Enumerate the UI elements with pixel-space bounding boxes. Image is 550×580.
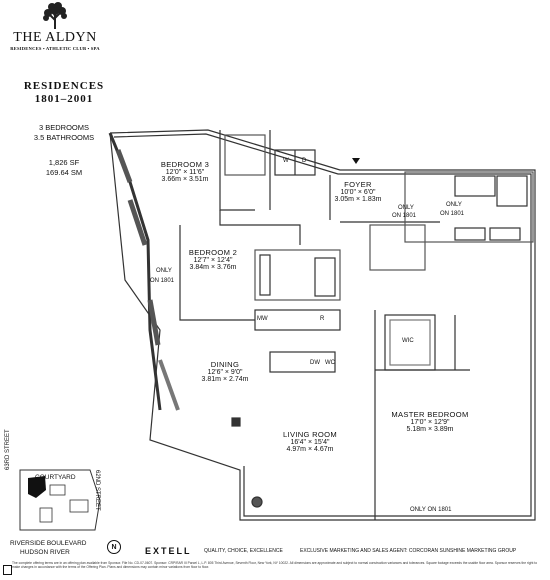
note-only: ONLY [156, 268, 172, 274]
room-bedroom3-metric: 3.66m × 3.51m [161, 176, 209, 183]
room-living: LIVING ROOM 16'4" × 15'4" 4.97m × 4.67m [265, 430, 355, 453]
note-only-on-1801: ONLY ON 1801 [410, 507, 452, 513]
room-master-name: MASTER BEDROOM [391, 410, 469, 419]
area-sm: 169.64 SM [45, 168, 83, 177]
room-bedroom2-metric: 3.84m × 3.76m [189, 264, 237, 271]
label-wc: WC [325, 360, 335, 366]
extell-slogan: QUALITY, CHOICE, EXCELLENCE [204, 548, 283, 554]
room-bedroom3-imperial: 12'0" × 11'6" [165, 169, 205, 176]
room-foyer-metric: 3.05m × 1.83m [334, 196, 382, 203]
keyplan-63rd-street: 63RD STREET [5, 429, 11, 470]
area-sf: 1,826 SF [48, 158, 80, 167]
room-dining-metric: 3.81m × 2.74m [201, 376, 249, 383]
fine-print: The complete offering terms are in an of… [12, 561, 538, 569]
room-dining-name: DINING [210, 360, 240, 369]
residence-title: RESIDENCES [23, 80, 105, 92]
room-bedroom3: BEDROOM 3 12'0" × 11'6" 3.66m × 3.51m [140, 160, 230, 183]
room-bedroom2-name: BEDROOM 2 [188, 248, 238, 257]
extell-logo: EXTELL [145, 546, 192, 556]
keyplan-62nd-street: 62ND STREET [94, 470, 100, 511]
label-mw: MW [257, 316, 268, 322]
brand-tagline: RESIDENCES • ATHLETIC CLUB • SPA [10, 46, 100, 51]
note-on-1801-foyer: ON 1801 [392, 213, 417, 219]
room-bedroom2: BEDROOM 2 12'7" × 12'4" 3.84m × 3.76m [168, 248, 258, 271]
tree-logo-icon [43, 2, 67, 29]
label-wic: WIC [402, 338, 414, 344]
note-only-bath: ONLY [446, 202, 462, 208]
room-dining: DINING 12'6" × 9'0" 3.81m × 2.74m [185, 360, 265, 383]
label-dw: DW [310, 360, 320, 366]
bedroom-count: 3 BEDROOMS [38, 123, 89, 132]
note-on-1801: ON 1801 [150, 278, 175, 284]
room-master: MASTER BEDROOM 17'0" × 12'9" 5.18m × 3.8… [380, 410, 480, 433]
room-bedroom2-imperial: 12'7" × 12'4" [193, 257, 233, 264]
room-foyer-imperial: 10'0" × 6'0" [340, 189, 376, 196]
equal-housing-icon [3, 565, 12, 575]
label-dryer: D [302, 158, 307, 164]
note-on-1801-bath: ON 1801 [440, 211, 465, 217]
room-living-imperial: 16'4" × 15'4" [290, 439, 330, 446]
keyplan-hudson: HUDSON RIVER [20, 549, 70, 556]
keyplan-courtyard: COURTYARD [35, 474, 76, 481]
room-foyer: FOYER 10'0" × 6'0" 3.05m × 1.83m [318, 180, 398, 203]
room-master-imperial: 17'0" × 12'9" [410, 419, 450, 426]
north-arrow-icon: N [107, 540, 121, 554]
label-washer: W [283, 158, 289, 164]
walls [108, 129, 536, 521]
room-master-metric: 5.18m × 3.89m [406, 426, 454, 433]
room-foyer-name: FOYER [344, 180, 372, 189]
residence-floors: 1801–2001 [34, 93, 94, 105]
label-r: R [320, 316, 325, 322]
room-living-name: LIVING ROOM [283, 430, 337, 439]
room-bedroom3-name: BEDROOM 3 [160, 160, 210, 169]
keyplan-riverside: RIVERSIDE BOULEVARD [10, 540, 87, 547]
note-only-foyer: ONLY [398, 205, 414, 211]
room-dining-imperial: 12'6" × 9'0" [207, 369, 243, 376]
brand-name: THE ALDYN [13, 30, 97, 45]
marketing-agent: EXCLUSIVE MARKETING AND SALES AGENT: COR… [300, 548, 517, 554]
bathroom-count: 3.5 BATHROOMS [33, 133, 95, 142]
room-living-metric: 4.97m × 4.67m [286, 446, 334, 453]
key-plan [19, 469, 101, 531]
